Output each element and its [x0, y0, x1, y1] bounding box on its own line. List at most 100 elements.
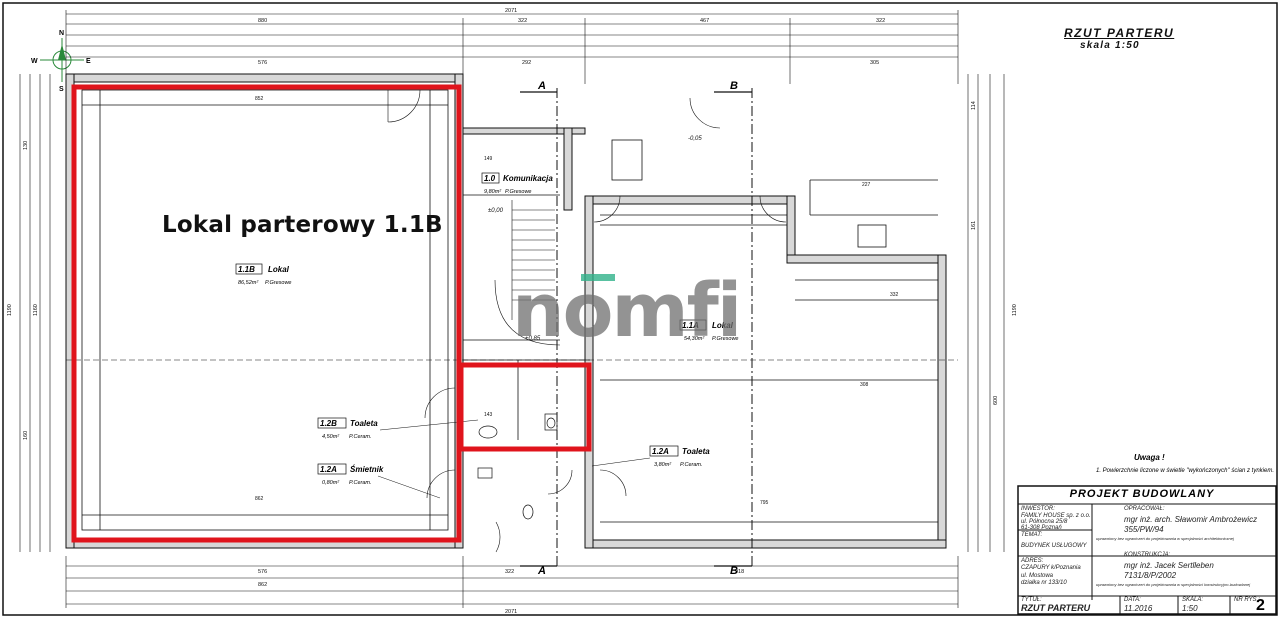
svg-text:1.1A: 1.1A: [682, 321, 699, 330]
dim-top-467: 467: [700, 18, 709, 24]
svg-text:4,50m²: 4,50m²: [322, 434, 339, 440]
room-labels: 1.1B Lokal 86,52m² P.Gresowe 1.0 Komunik…: [235, 172, 739, 499]
dim-inner-852: 852: [255, 96, 264, 102]
dim-top-total: 2071: [505, 8, 517, 14]
dim-bottom-total: 2071: [505, 609, 517, 615]
tb-tytul: RZUT PARTERU: [1021, 603, 1091, 613]
dim-inner-795: 795: [760, 500, 769, 506]
top-dimension-lines: [65, 10, 959, 84]
svg-text:Toaleta: Toaleta: [350, 419, 378, 428]
left-dimension-lines: [19, 74, 51, 552]
svg-text:1.2B: 1.2B: [320, 419, 337, 428]
sanitary-fixtures: [477, 413, 558, 520]
bottom-dimension-lines: [65, 556, 959, 608]
svg-text:P.Gresowe: P.Gresowe: [505, 189, 532, 195]
tb-adres-3: działka nr 133/10: [1021, 580, 1067, 586]
level-marks: -0,05 ±0,00 +0,85: [488, 136, 702, 342]
section-a-top: A: [537, 80, 546, 92]
svg-text:Komunikacja: Komunikacja: [503, 174, 553, 183]
right-dimension-lines: [967, 74, 1005, 552]
svg-text:1.1B: 1.1B: [238, 265, 255, 274]
tb-nr: 2: [1256, 597, 1265, 614]
tb-skala-label: SKALA:: [1182, 597, 1204, 603]
highlight-outlines: [71, 84, 592, 543]
svg-text:1.0: 1.0: [484, 174, 496, 183]
dim-top-322b: 322: [876, 18, 885, 24]
svg-text:54,30m²: 54,30m²: [684, 336, 704, 342]
compass-e: E: [86, 58, 91, 65]
bottom-dimension-texts: 576 322 918 862 2071: [258, 569, 744, 615]
section-a-bottom: A: [537, 565, 546, 577]
tb-konstruktor-2: 7131/8/P/2002: [1124, 571, 1177, 580]
compass-w: W: [31, 58, 38, 65]
section-labels: A B A B: [537, 80, 738, 577]
section-lines: [66, 88, 958, 568]
dim-top-576: 576: [258, 60, 267, 66]
dim-inner-227: 227: [862, 182, 871, 188]
staircase: [494, 200, 561, 346]
dim-right-161: 161: [971, 221, 977, 230]
tb-inwestor-3: 61-308 Poznań: [1021, 525, 1062, 531]
inner-dimension-texts: 852 862 149 308 227 332 795 143: [255, 96, 899, 506]
section-b-top: B: [730, 80, 738, 92]
room-label-1-2a-smietnik: 1.2A Śmietnik 0,80m² P.Ceram.: [317, 463, 441, 499]
tb-opracowal-label: OPRACOWAŁ:: [1124, 506, 1165, 512]
room-label-1-2a-toaleta: 1.2A Toaleta 3,80m² P.Ceram.: [591, 445, 710, 468]
svg-text:9,80m²: 9,80m²: [484, 189, 501, 195]
compass-n: N: [59, 30, 64, 37]
tb-data: 11.2016: [1124, 604, 1153, 613]
left-dimension-texts: 1190 1160 130 160: [7, 141, 39, 440]
note-title: Uwaga !: [1134, 453, 1165, 462]
sheet-scale: skala 1:50: [1080, 40, 1140, 51]
section-b-bottom: B: [730, 565, 738, 577]
svg-text:1.2A: 1.2A: [320, 465, 337, 474]
svg-text:86,52m²: 86,52m²: [238, 280, 258, 286]
tb-konstruktor-1: mgr inż. Jacek Sertlleben: [1124, 561, 1214, 570]
dim-top-322a: 322: [518, 18, 527, 24]
tb-adres-label: ADRES:: [1021, 558, 1044, 564]
svg-text:Śmietnik: Śmietnik: [350, 465, 384, 474]
svg-text:P.Gresowe: P.Gresowe: [265, 280, 292, 286]
svg-text:3,80m²: 3,80m²: [654, 462, 671, 468]
right-dimension-texts: 1190 600 114 161: [971, 101, 1018, 405]
dim-inner-862: 862: [255, 496, 264, 502]
tb-adres-1: CZAPURY k/Poznania: [1021, 565, 1081, 571]
top-dimension-texts: 2071 880 322 467 322 576 292 305: [258, 8, 885, 66]
dim-inner-332: 332: [890, 292, 899, 298]
notes-block: Uwaga ! 1. Powierzchnie liczone w świetl…: [1096, 453, 1274, 474]
svg-text:Lokal: Lokal: [712, 321, 734, 330]
dim-left-130: 130: [23, 141, 29, 150]
svg-text:P.Ceram.: P.Ceram.: [680, 462, 703, 468]
svg-text:0,80m²: 0,80m²: [322, 480, 339, 486]
tb-inwestor-label: INWESTOR:: [1021, 506, 1055, 512]
compass-s: S: [59, 86, 64, 93]
dim-left-1190: 1190: [7, 304, 13, 316]
tb-konstruktor-note: uprawniony bez ograniczeń do projektowan…: [1096, 582, 1251, 587]
tb-nr-label: NR RYS.:: [1234, 597, 1260, 603]
compass-icon: N E S W: [31, 30, 91, 93]
sheet-title: RZUT PARTERU: [1064, 26, 1175, 40]
svg-text:P.Ceram.: P.Ceram.: [349, 434, 372, 440]
title-block-frame: [1017, 485, 1277, 615]
dim-top-292: 292: [522, 60, 531, 66]
watermark-logo: nomfi: [512, 268, 742, 354]
level-stair: +0,85: [525, 336, 541, 342]
inner-walls: [81, 89, 938, 531]
tb-adres-2: ul. Mostowa: [1021, 573, 1054, 579]
room-label-1-1a: 1.1A Lokal 54,30m² P.Gresowe: [679, 319, 739, 342]
door-swings: [387, 89, 787, 553]
dim-bottom-576: 576: [258, 569, 267, 575]
tb-inwestor-2: ul. Północna 25/8: [1021, 519, 1068, 525]
dim-inner-149: 149: [484, 156, 493, 162]
level-zero: ±0,00: [488, 208, 504, 214]
level-minus: -0,05: [688, 136, 702, 142]
svg-text:1.2A: 1.2A: [652, 447, 669, 456]
title-block-header: PROJEKT BUDOWLANY: [1069, 488, 1215, 500]
tb-inwestor-1: FAMILY HOUSE sp. z o.o.: [1021, 513, 1091, 519]
tb-skala: 1:50: [1182, 604, 1198, 613]
dim-right-114: 114: [971, 101, 977, 110]
dim-bottom-918: 918: [735, 569, 744, 575]
